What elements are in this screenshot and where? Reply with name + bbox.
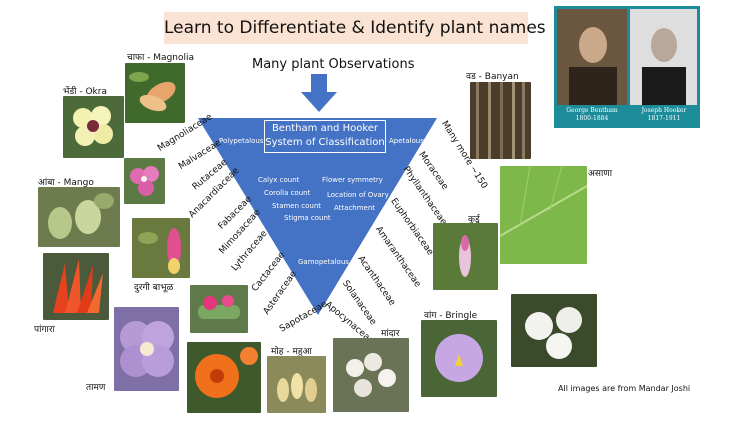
hooker-years: 1817-1911 xyxy=(647,115,681,122)
banyan-photo xyxy=(470,82,531,159)
caption-durgi: दुरगी बाभूळ xyxy=(134,283,174,293)
moha-photo xyxy=(267,356,326,413)
malvaceae-flower-photo xyxy=(124,158,165,204)
caption-vang: वांग - Bringle xyxy=(424,311,478,321)
hooker-portrait xyxy=(630,9,697,105)
caption-mango: आंबा - Mango xyxy=(38,178,94,188)
gamopetalous-label: Gamopetalous xyxy=(298,258,349,266)
bentham-portrait xyxy=(557,9,627,105)
magnolia-photo xyxy=(125,63,185,123)
down-arrow-icon xyxy=(301,74,337,112)
criteria-stigma: Stigma count xyxy=(284,214,331,222)
kurdu-photo xyxy=(433,223,498,290)
caption-banyan: वड - Banyan xyxy=(466,72,519,82)
mango-photo xyxy=(38,187,120,247)
bentham-years: 1800-1884 xyxy=(575,115,609,122)
pangara-photo xyxy=(43,253,109,320)
tamhan-photo xyxy=(114,307,179,391)
mimosaceae-flower-photo xyxy=(132,218,190,278)
criteria-symmetry: Flower symmetry xyxy=(322,176,383,184)
bentham-name: George Bentham xyxy=(566,107,618,114)
asteraceae-photo xyxy=(187,342,261,413)
criteria-calyx: Calyx count xyxy=(258,176,300,184)
caption-tamhan: तामण xyxy=(86,383,106,393)
page-title: Learn to Differentiate & Identify plant … xyxy=(164,12,546,44)
apetalous-label: Apetalous xyxy=(389,137,424,145)
classification-box: Bentham and Hooker System of Classificat… xyxy=(264,120,386,153)
criteria-attachment: Attachment xyxy=(334,204,376,212)
caption-okra: भेंडी - Okra xyxy=(63,87,107,97)
bentham-hooker-portraits: George Bentham 1800-1884 Joseph Hooker 1… xyxy=(554,6,700,128)
asana-leaf-photo xyxy=(500,166,587,264)
box-line-1: Bentham and Hooker xyxy=(271,123,379,134)
polypetalous-label: Polypetalous xyxy=(219,137,264,145)
criteria-stamen: Stamen count xyxy=(272,202,322,210)
cactaceae-photo xyxy=(190,285,248,333)
caption-madar: मांदार xyxy=(381,329,400,339)
criteria-ovary: Location of Ovary xyxy=(327,191,389,199)
criteria-corolla: Corolla count xyxy=(264,189,311,197)
vang-photo xyxy=(421,320,497,397)
madar-photo xyxy=(333,338,409,412)
caption-pangara: पांगारा xyxy=(34,325,55,335)
okra-photo xyxy=(63,96,124,158)
hooker-name: Joseph Hooker xyxy=(641,107,687,114)
caption-magnolia: चाफा - Magnolia xyxy=(127,53,195,63)
caption-moha: मोह - महुआ xyxy=(271,347,312,357)
subtitle: Many plant Observations xyxy=(252,57,415,72)
image-credit: All images are from Mandar Joshi xyxy=(558,384,691,393)
caption-kurdu: कुर्डू xyxy=(468,215,480,225)
box-line-2: System of Classification xyxy=(265,137,385,148)
solanaceae-white-photo xyxy=(511,294,597,367)
caption-asana: असाणा xyxy=(588,169,613,179)
